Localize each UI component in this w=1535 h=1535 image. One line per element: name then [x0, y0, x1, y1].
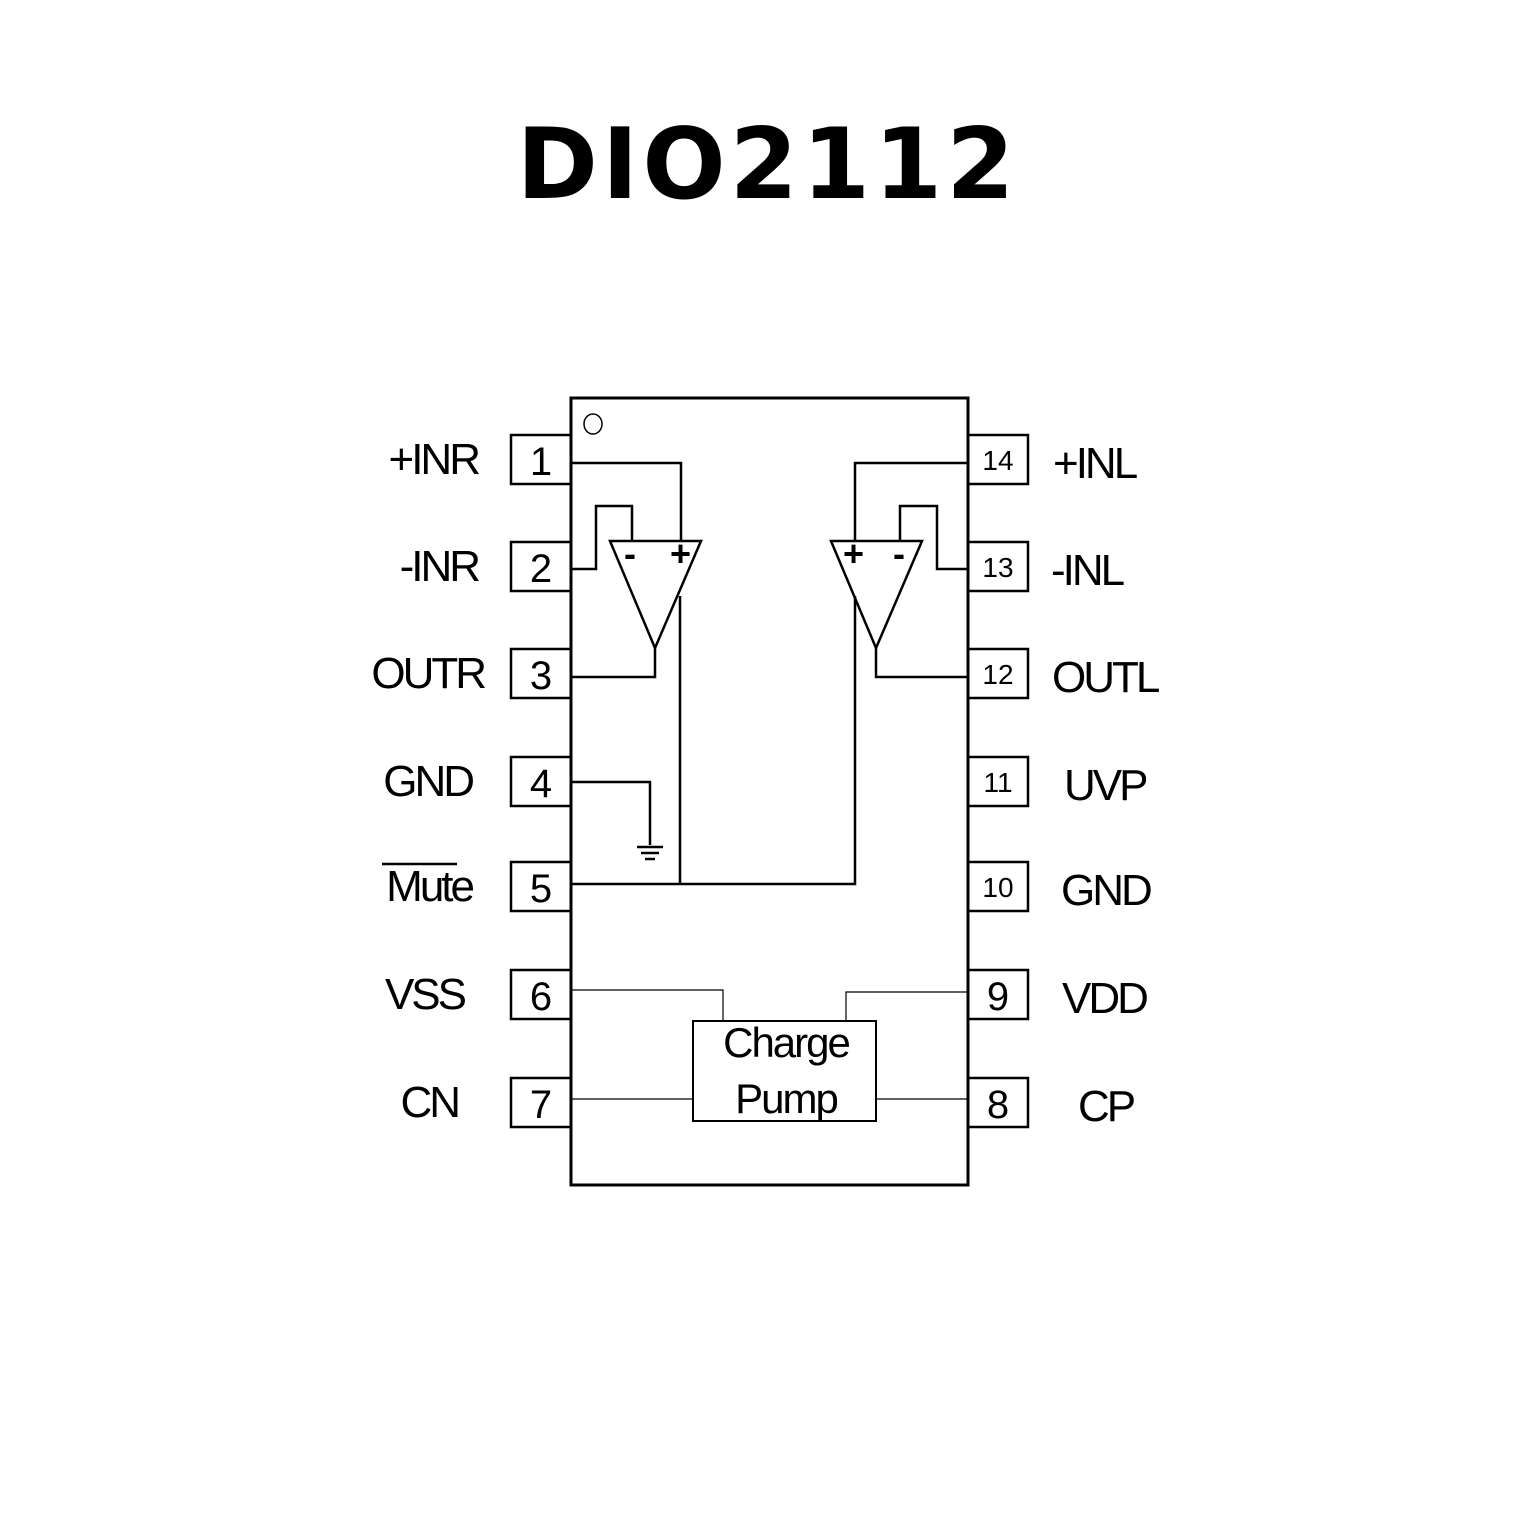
opamp-right-channel	[571, 461, 703, 884]
pin-number: 8	[987, 1083, 1009, 1127]
wire-pin6	[571, 989, 724, 1021]
pin-label: OUTL	[1052, 653, 1160, 702]
pin-3: 3 OUTR	[371, 647, 573, 700]
pin-number: 4	[530, 762, 552, 806]
pin-9: 9 VDD	[966, 968, 1150, 1023]
pin-number: 7	[530, 1083, 552, 1127]
pin-number: 1	[530, 440, 552, 484]
pin-label: VSS	[385, 970, 466, 1019]
pin-box	[966, 968, 1030, 1021]
pin-10: 10 GND	[966, 860, 1154, 915]
pin-box	[966, 755, 1030, 808]
pin-label: VDD	[1062, 974, 1147, 1023]
pin-label: +INR	[389, 435, 480, 484]
pin-13: 13 -INL	[966, 540, 1128, 595]
pin-box	[509, 540, 573, 593]
pin-8: 8 CP	[966, 1076, 1138, 1131]
pin-6: 6 VSS	[385, 968, 573, 1021]
opamp-r-minus: -	[624, 533, 636, 574]
pin-label: -INL	[1051, 546, 1125, 595]
pin-box	[966, 860, 1030, 913]
pin-number: 11	[983, 767, 1012, 798]
pin-label: UVP	[1064, 761, 1147, 810]
ground-symbol	[637, 845, 663, 861]
opamp-triangle	[829, 539, 924, 652]
opamp-l-plus: +	[843, 533, 864, 574]
opamp-left-channel	[571, 461, 968, 886]
pin-14: 14 +INL	[966, 433, 1141, 488]
pin-number: 10	[982, 872, 1013, 903]
wire-pin9	[845, 991, 968, 1021]
pin1-marker	[583, 413, 603, 435]
pin-1: 1 +INR	[389, 433, 573, 486]
opamp-r-plus: +	[670, 533, 691, 574]
wire-pin14	[853, 461, 968, 541]
pin-number: 5	[530, 867, 552, 911]
pin-5: 5 Mute	[382, 860, 573, 913]
pin-box	[509, 433, 573, 486]
wire-pin4	[571, 780, 652, 845]
pin-number: 2	[530, 547, 552, 591]
pin-box	[509, 860, 573, 913]
opamp-triangle	[608, 539, 703, 652]
pin-12: 12 OUTL	[966, 647, 1163, 702]
pin-2: 2 -INR	[400, 540, 573, 593]
wire-pin12	[874, 648, 968, 679]
charge-pump-line1: Charge	[723, 1019, 849, 1066]
pin-box	[509, 1076, 573, 1129]
wire-pin1	[571, 461, 683, 541]
pin-number: 3	[530, 654, 552, 698]
pin-number: 6	[530, 975, 552, 1019]
wire-pin2	[571, 504, 634, 571]
pin-box	[509, 968, 573, 1021]
pin-number: 13	[982, 552, 1013, 583]
pin-label: +INL	[1053, 439, 1138, 488]
pin-number: 14	[982, 445, 1013, 476]
charge-pump-line2: Pump	[735, 1075, 837, 1122]
wire-pin3	[571, 648, 657, 679]
pin-box	[966, 540, 1030, 593]
pin-label: Mute	[386, 862, 473, 911]
pin-4: 4 GND	[383, 755, 573, 808]
pin-label: -INR	[400, 542, 480, 591]
pin-box	[966, 433, 1030, 486]
wire-pin5-mute	[571, 596, 857, 886]
pin-11: 11 UVP	[966, 755, 1150, 810]
pin-label: GND	[1061, 866, 1151, 915]
pin-box	[966, 647, 1030, 700]
charge-pump-block	[692, 1020, 877, 1122]
pin-box	[966, 1076, 1030, 1129]
chip-title: DIO2112	[516, 108, 1019, 222]
pin-label: CP	[1078, 1082, 1135, 1131]
pin-label: GND	[383, 757, 473, 806]
chip-body	[569, 396, 970, 1187]
pin-label: CN	[400, 1078, 458, 1127]
charge-pump-wires	[571, 989, 968, 1100]
pin-7: 7 CN	[400, 1076, 573, 1129]
pin-box	[509, 647, 573, 700]
pin-label: OUTR	[371, 649, 485, 698]
pin-number: 12	[982, 659, 1013, 690]
pin-number: 9	[987, 975, 1009, 1019]
wire-pin13	[898, 504, 968, 571]
opamp-l-minus: -	[893, 533, 905, 574]
